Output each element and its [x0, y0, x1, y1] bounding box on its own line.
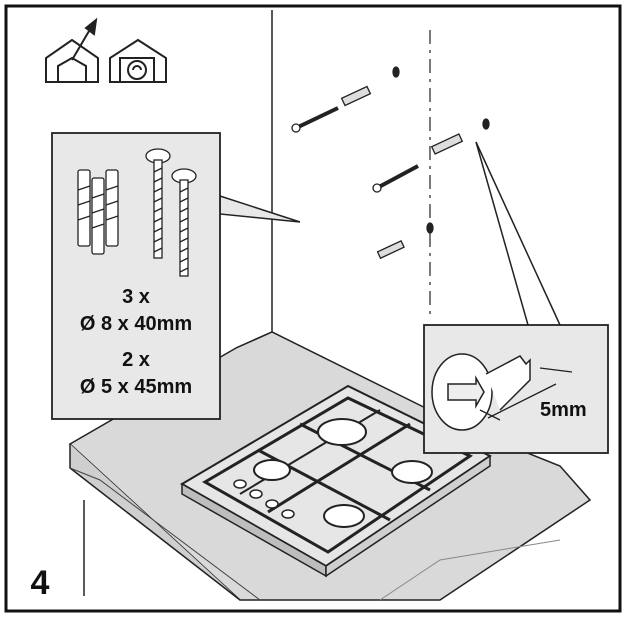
wall-plug-icon	[77, 169, 119, 255]
line2-spec: Ø 5 x 45mm	[80, 376, 192, 398]
line1-spec: Ø 8 x 40mm	[80, 313, 192, 335]
knob-4	[281, 509, 295, 519]
screw-top-left	[291, 106, 339, 133]
wall-plug-top-left	[340, 85, 372, 107]
knob-2	[249, 489, 263, 499]
wall-plug-right	[430, 133, 464, 155]
knob-1	[233, 479, 247, 489]
dimension-line	[487, 383, 557, 419]
burner-3	[253, 459, 291, 481]
wall-fixings	[291, 66, 490, 260]
hole-2	[482, 118, 490, 130]
gas-hob	[180, 384, 492, 578]
hole-1	[392, 66, 400, 78]
screw-middle	[372, 164, 419, 193]
knob-3	[265, 499, 279, 509]
hole-3	[426, 222, 434, 234]
burner-4	[323, 504, 365, 528]
house-with-outlet-icon	[109, 38, 167, 83]
indoor-house-icon	[45, 17, 99, 83]
screw-head-detail-icon	[431, 353, 531, 431]
screw-icon	[145, 148, 197, 277]
line1-qty: 3 x	[122, 286, 150, 308]
burner-2	[391, 460, 433, 484]
wall-plug-lower	[376, 240, 405, 260]
hardware-callout: 3 x Ø 8 x 40mm 2 x Ø 5 x 45mm	[51, 132, 301, 420]
line2-qty: 2 x	[122, 349, 150, 371]
gap-label: 5mm	[540, 399, 587, 421]
screw-detail-callout: 5mm	[423, 141, 609, 454]
step-number: 4	[31, 564, 50, 602]
burner-1	[317, 418, 367, 446]
